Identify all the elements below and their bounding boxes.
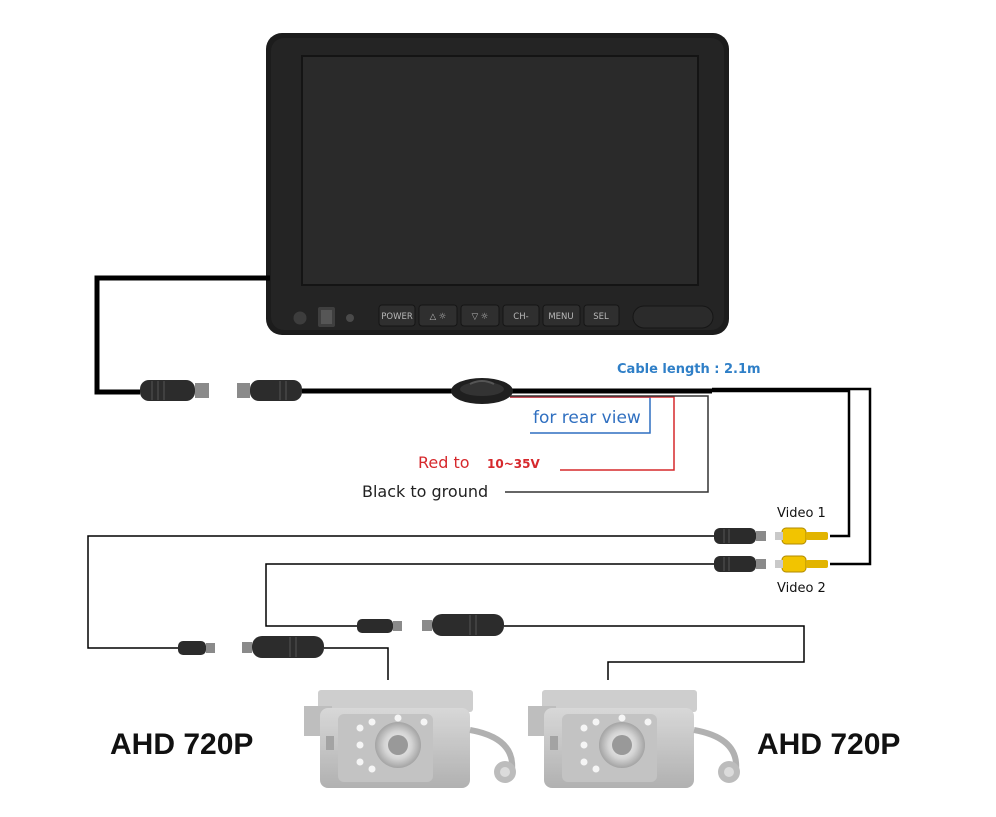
menu-button[interactable] bbox=[542, 304, 581, 327]
video1-branch bbox=[712, 389, 851, 538]
camera-right-lead bbox=[504, 625, 805, 680]
socket-connector-right bbox=[237, 380, 302, 401]
monitor-button-row: POWER △ ☼ ▽ ☼ CH- MENU SEL bbox=[378, 304, 620, 327]
rear-view-label: for rear view bbox=[533, 408, 641, 428]
power-button[interactable] bbox=[378, 304, 416, 327]
camera-left bbox=[304, 690, 516, 788]
camera-right bbox=[528, 690, 740, 788]
speaker-grille bbox=[632, 305, 714, 329]
power-button-label: POWER bbox=[381, 312, 413, 322]
brightness-down-label: ▽ ☼ bbox=[472, 312, 489, 322]
monitor-screen bbox=[302, 56, 698, 285]
video1-plug bbox=[714, 528, 766, 544]
monitor-cable bbox=[94, 275, 270, 395]
cable-splitter bbox=[451, 378, 513, 404]
extension-plug-right bbox=[357, 619, 402, 633]
menu-button-label: MENU bbox=[548, 312, 573, 322]
red-wire-label: Red to bbox=[418, 453, 470, 472]
black-wire-label: Black to ground bbox=[362, 482, 488, 501]
red-power-wire bbox=[510, 396, 675, 471]
camera-socket-right bbox=[422, 614, 504, 636]
select-button-label: SEL bbox=[593, 312, 609, 322]
rca-video1-connector bbox=[775, 527, 828, 545]
camera-left-model-label: AHD 720P bbox=[110, 728, 253, 761]
video1-label: Video 1 bbox=[777, 506, 826, 521]
voltage-label: 10~35V bbox=[487, 457, 540, 471]
video2-branch bbox=[712, 387, 872, 566]
select-button[interactable] bbox=[583, 304, 620, 327]
power-led-icon bbox=[293, 311, 307, 325]
video2-plug bbox=[714, 556, 766, 572]
brightness-down-button[interactable] bbox=[460, 304, 500, 327]
light-sensor-icon bbox=[346, 314, 354, 322]
cable-length-label: Cable length : 2.1m bbox=[617, 362, 761, 377]
camera-right-model-label: AHD 720P bbox=[757, 728, 900, 761]
plug-connector-left bbox=[140, 380, 209, 401]
camera-left-lead bbox=[324, 647, 389, 680]
extension-plug-left bbox=[178, 641, 215, 655]
black-ground-wire bbox=[505, 395, 709, 493]
channel-button[interactable] bbox=[502, 304, 540, 327]
extension-cable-right bbox=[265, 563, 714, 627]
brightness-up-button[interactable] bbox=[418, 304, 458, 327]
brightness-up-label: △ ☼ bbox=[430, 312, 447, 322]
channel-button-label: CH- bbox=[513, 312, 528, 322]
extension-cable-left bbox=[87, 535, 714, 649]
rca-video2-connector bbox=[775, 555, 828, 573]
monitor: POWER △ ☼ ▽ ☼ CH- MENU SEL bbox=[266, 33, 729, 335]
video2-label: Video 2 bbox=[777, 581, 826, 596]
camera-socket-left bbox=[242, 636, 324, 658]
